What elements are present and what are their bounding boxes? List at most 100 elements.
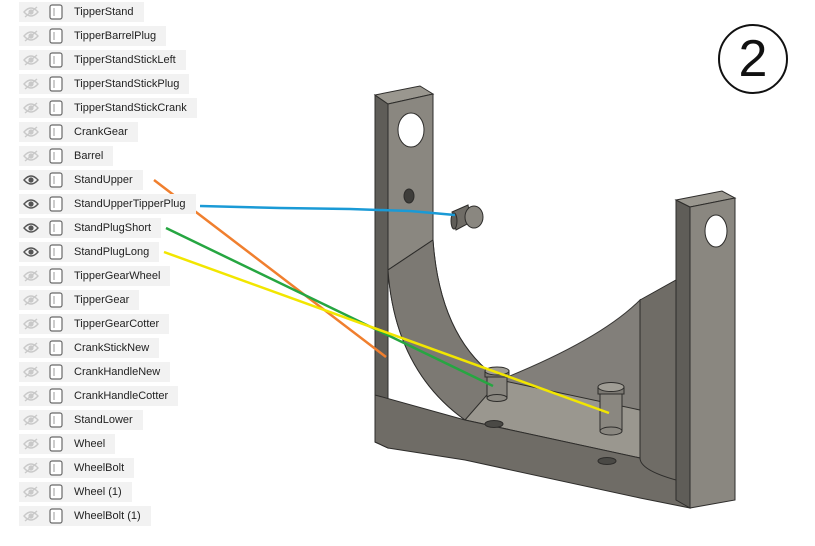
browser-row[interactable]: StandLower <box>19 410 143 430</box>
hidden-eye-icon[interactable] <box>20 314 42 334</box>
component-icon <box>48 100 64 116</box>
component-icon <box>48 316 64 332</box>
component-icon <box>48 436 64 452</box>
stand-upper-part[interactable] <box>373 85 737 509</box>
hidden-eye-icon[interactable] <box>20 506 42 526</box>
stand-upper-tipper-plug[interactable] <box>450 204 484 231</box>
component-icon <box>48 364 64 380</box>
component-icon <box>48 460 64 476</box>
component-icon <box>48 220 64 236</box>
visibility-eye-icon[interactable] <box>20 170 42 190</box>
browser-row[interactable]: StandPlugLong <box>19 242 160 262</box>
callout-plug-long <box>163 250 610 415</box>
base-hole-right <box>597 457 617 465</box>
browser-row[interactable]: TipperBarrelPlug <box>19 26 167 46</box>
browser-row[interactable]: StandPlugShort <box>19 218 162 238</box>
right-inner-curve <box>639 279 677 481</box>
callout-plug-short <box>165 226 494 388</box>
component-label: TipperGearWheel <box>74 270 161 282</box>
component-icon <box>48 28 64 44</box>
component-icon <box>48 52 64 68</box>
right-post-side <box>675 199 691 509</box>
component-label: TipperGearCotter <box>74 318 160 330</box>
browser-row[interactable]: TipperStandStickCrank <box>19 98 197 118</box>
component-label: CrankHandleNew <box>74 366 161 378</box>
browser-row[interactable]: StandUpperTipperPlug <box>19 194 196 214</box>
browser-row[interactable]: TipperStandStickPlug <box>19 74 190 94</box>
hidden-eye-icon[interactable] <box>20 338 42 358</box>
component-icon <box>48 340 64 356</box>
hidden-eye-icon[interactable] <box>20 434 42 454</box>
component-label: StandPlugShort <box>74 222 152 234</box>
component-label: StandLower <box>74 414 133 426</box>
component-icon <box>48 76 64 92</box>
component-label: TipperStand <box>74 6 134 18</box>
component-label: TipperStandStickLeft <box>74 54 176 66</box>
hidden-eye-icon[interactable] <box>20 146 42 166</box>
component-label: WheelBolt <box>74 462 125 474</box>
browser-row[interactable]: WheelBolt (1) <box>19 506 151 526</box>
hidden-eye-icon[interactable] <box>20 98 42 118</box>
browser-row[interactable]: CrankHandleNew <box>19 362 171 382</box>
browser-row[interactable]: TipperGear <box>19 290 140 310</box>
component-icon <box>48 244 64 260</box>
hidden-eye-icon[interactable] <box>20 266 42 286</box>
browser-row[interactable]: StandUpper <box>19 170 143 190</box>
browser-row[interactable]: Wheel <box>19 434 116 454</box>
hidden-eye-icon[interactable] <box>20 26 42 46</box>
right-post-front <box>689 197 736 509</box>
hidden-eye-icon[interactable] <box>20 482 42 502</box>
component-label: TipperStandStickCrank <box>74 102 187 114</box>
component-label: CrankHandleCotter <box>74 390 169 402</box>
hidden-eye-icon[interactable] <box>20 122 42 142</box>
hidden-eye-icon[interactable] <box>20 290 42 310</box>
component-icon <box>48 196 64 212</box>
component-label: CrankStickNew <box>74 342 150 354</box>
component-icon <box>48 148 64 164</box>
visibility-eye-icon[interactable] <box>20 194 42 214</box>
browser-row[interactable]: Wheel (1) <box>19 482 132 502</box>
component-label: Barrel <box>74 150 104 162</box>
callout-tipper-plug <box>199 204 456 217</box>
component-label: TipperStandStickPlug <box>74 78 180 90</box>
right-post-hole <box>704 214 728 248</box>
browser-row[interactable]: CrankHandleCotter <box>19 386 179 406</box>
browser-row[interactable]: TipperGearCotter <box>19 314 170 334</box>
visibility-eye-icon[interactable] <box>20 218 42 238</box>
hidden-eye-icon[interactable] <box>20 386 42 406</box>
component-icon <box>48 4 64 20</box>
browser-row[interactable]: CrankStickNew <box>19 338 160 358</box>
browser-row[interactable]: TipperStandStickLeft <box>19 50 186 70</box>
component-label: StandUpper <box>74 174 133 186</box>
left-post-hole <box>397 112 425 148</box>
stand-plug-long[interactable] <box>597 382 625 436</box>
step-number-badge: 2 <box>718 24 788 94</box>
hidden-eye-icon[interactable] <box>20 458 42 478</box>
browser-row[interactable]: TipperStand <box>19 2 144 22</box>
component-label: StandUpperTipperPlug <box>74 198 186 210</box>
hidden-eye-icon[interactable] <box>20 74 42 94</box>
component-label: TipperBarrelPlug <box>74 30 157 42</box>
browser-row[interactable]: CrankGear <box>19 122 138 142</box>
component-label: CrankGear <box>74 126 128 138</box>
component-label: TipperGear <box>74 294 130 306</box>
hidden-eye-icon[interactable] <box>20 50 42 70</box>
component-icon <box>48 124 64 140</box>
component-icon <box>48 172 64 188</box>
hidden-eye-icon[interactable] <box>20 362 42 382</box>
browser-row[interactable]: WheelBolt <box>19 458 135 478</box>
browser-row[interactable]: TipperGearWheel <box>19 266 171 286</box>
component-label: WheelBolt (1) <box>74 510 141 522</box>
component-icon <box>48 412 64 428</box>
browser-row[interactable]: Barrel <box>19 146 114 166</box>
component-icon <box>48 268 64 284</box>
left-post-small-hole <box>403 188 415 204</box>
hidden-eye-icon[interactable] <box>20 410 42 430</box>
hidden-eye-icon[interactable] <box>20 2 42 22</box>
base-hole-left <box>484 420 504 428</box>
visibility-eye-icon[interactable] <box>20 242 42 262</box>
component-icon <box>48 388 64 404</box>
component-icon <box>48 484 64 500</box>
